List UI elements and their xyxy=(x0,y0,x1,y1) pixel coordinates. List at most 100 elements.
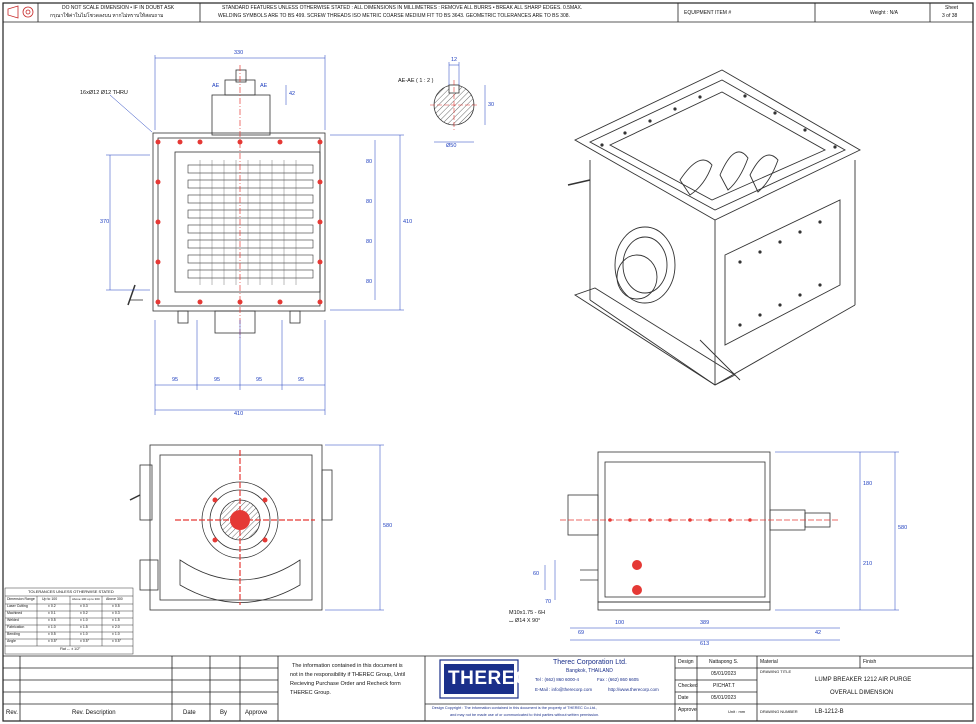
right-dim-b4: 42 xyxy=(815,630,822,636)
header-note-left-1: DO NOT SCALE DIMENSION • IF IN DOUBT ASK xyxy=(62,5,175,11)
right-dim-total: 580 xyxy=(898,525,908,531)
design-label: Design xyxy=(678,659,694,665)
notice-line-2: not in the responsibility if THEREC Grou… xyxy=(290,672,406,678)
notice-line-3: Recieving Purchase Order and Recheck for… xyxy=(290,681,401,687)
tol-r1-c2: ± 0.2 xyxy=(80,611,88,615)
tol-r3-c3: ± 2.0 xyxy=(112,625,120,629)
tol-r2-c1: ± 0.5 xyxy=(48,618,56,622)
tol-r4-c1: ± 0.5 xyxy=(48,632,56,636)
tol-r3-c0: Fabrication xyxy=(7,625,25,629)
right-dim-b3: 69 xyxy=(578,630,585,636)
front-dim-bottom-seg-1: 95 xyxy=(172,377,179,383)
projection-symbol xyxy=(7,5,34,19)
tol-r0-c2: ± 0.3 xyxy=(80,604,88,608)
front-dim-top: 330 xyxy=(234,50,244,56)
equipment-label: EQUIPMENT ITEM # xyxy=(684,10,732,16)
notice-line-4: THEREC Group. xyxy=(290,690,331,696)
drawing-number-label: DRAWING NUMBER xyxy=(760,709,798,714)
tol-r5-c1: ± 0.5° xyxy=(48,639,58,643)
approve-label: Approve xyxy=(678,707,697,713)
section-dim-height: 30 xyxy=(488,102,495,108)
front-dim-shaft: 42 xyxy=(289,91,296,97)
design-value: Nattapong S. xyxy=(709,659,739,665)
date-value: 05/01/2023 xyxy=(711,695,737,701)
therec-logo-box xyxy=(439,659,519,699)
section-dim-key: 12 xyxy=(451,57,458,63)
weight-label: Weight : N/A xyxy=(870,10,898,16)
front-view-holes xyxy=(155,139,323,305)
front-dim-right-seg-3: 80 xyxy=(366,239,373,245)
tolerance-table-grid xyxy=(4,587,134,655)
drawing-title-line-1: LUMP BREAKER 1212 AIR PURGE xyxy=(815,677,912,683)
company-tel: Tel : (662) 860 6000-4 xyxy=(535,677,580,682)
company-name: Therec Corporation Ltd. xyxy=(553,659,627,666)
sheet-value: 3 of 38 xyxy=(942,13,958,19)
drawing-number: LB-1212-B xyxy=(815,709,844,715)
tol-r1-c3: ± 0.3 xyxy=(112,611,120,615)
right-thread-callout-1: M10x1.75 - 6H xyxy=(509,610,546,616)
tolerance-title: TOLERANCES UNLESS OTHERWISE STATED xyxy=(28,589,114,594)
company-copyright-2: and may not be made use of or communicat… xyxy=(450,713,600,717)
tol-r2-c3: ± 1.5 xyxy=(112,618,120,622)
side-dim-height: 580 xyxy=(383,523,393,529)
right-dim-top: 180 xyxy=(863,481,873,487)
front-dim-right-seg-2: 80 xyxy=(366,199,373,205)
section-dim-dia: Ø50 xyxy=(446,143,457,149)
tol-r5-c0: Angle xyxy=(7,639,16,643)
front-dim-left-height: 370 xyxy=(100,219,110,225)
company-city: Bangkok, THAILAND xyxy=(566,668,613,674)
material-label: Material xyxy=(760,659,778,665)
front-dim-bottom-seg-3: 95 xyxy=(256,377,263,383)
finish-label: Finish xyxy=(863,659,877,665)
tol-h-1: Up to 100 xyxy=(42,597,58,601)
right-dim-b1: 100 xyxy=(615,620,625,626)
tol-r4-c2: ± 1.0 xyxy=(80,632,88,636)
drawing-title-line-2: OVERALL DIMENSION xyxy=(830,690,894,696)
company-email: E-Mail : info@therecorp.com xyxy=(535,687,593,692)
rev-label: Rev. xyxy=(6,710,18,716)
tol-r5-c2: ± 0.5° xyxy=(80,639,90,643)
sheet-label: Sheet xyxy=(945,5,959,11)
rev-description-label: Rev. Description xyxy=(72,710,116,716)
isometric-view xyxy=(567,69,861,386)
tol-h-0: Dimension Range xyxy=(7,597,35,601)
header-standards-1: STANDARD FEATURES UNLESS OTHERWISE STATE… xyxy=(222,5,583,11)
notice-line-1: The information contained in this docume… xyxy=(292,663,403,669)
section-title: AE-AE ( 1 : 2 ) xyxy=(398,78,434,84)
right-dim-mid: 210 xyxy=(863,561,873,567)
header-note-left-2: กรุณาใช้ค่าในไม่โชวดลงบน หากไม่ทราบให้สอ… xyxy=(50,13,164,19)
front-dim-bottom-total: 410 xyxy=(234,411,244,417)
front-dim-right-seg-4: 80 xyxy=(366,279,373,285)
scale-label: Unit : mm xyxy=(728,709,746,714)
date-label: Date xyxy=(678,695,689,701)
drawing-title-label: DRAWING TITLE xyxy=(760,669,792,674)
title-block-grid xyxy=(3,655,973,721)
checked-label: Checked xyxy=(678,683,698,689)
tol-r2-c0: Welded xyxy=(7,618,19,622)
tol-r4-c3: ± 1.0 xyxy=(112,632,120,636)
company-copyright: Design Copyright : The information conta… xyxy=(432,706,598,710)
header-standards-2: WELDING SYMBOLS ARE TO BS 499. SCREW THR… xyxy=(218,13,570,19)
right-dim-small-1: 60 xyxy=(533,571,540,577)
side-view xyxy=(129,444,333,611)
right-dim-b2: 389 xyxy=(700,620,710,626)
right-view-redline xyxy=(560,518,840,595)
rev-date-label: Date xyxy=(183,710,196,716)
tol-r3-c1: ± 1.0 xyxy=(48,625,56,629)
front-section-mark-left: AE xyxy=(212,83,220,89)
tol-h-2: Above 100 up to 300 xyxy=(72,597,100,601)
tol-h-3: Above 300 xyxy=(106,597,123,601)
therec-logo: THEREC xyxy=(448,668,530,689)
tol-r1-c0: Machined xyxy=(7,611,23,615)
front-section-mark-right: AE xyxy=(260,83,268,89)
tol-r2-c2: ± 1.0 xyxy=(80,618,88,622)
rev-approve-label: Approve xyxy=(245,710,268,716)
front-dim-right-seg-1: 80 xyxy=(366,159,373,165)
tol-flatness: Flat ↔ ± 1/2° xyxy=(60,647,81,651)
front-dim-right-height: 410 xyxy=(403,219,413,225)
tol-r4-c0: Bending xyxy=(7,632,20,636)
front-view xyxy=(127,69,326,334)
front-dim-bottom-seg-4: 95 xyxy=(298,377,305,383)
tol-r3-c2: ± 1.5 xyxy=(80,625,88,629)
